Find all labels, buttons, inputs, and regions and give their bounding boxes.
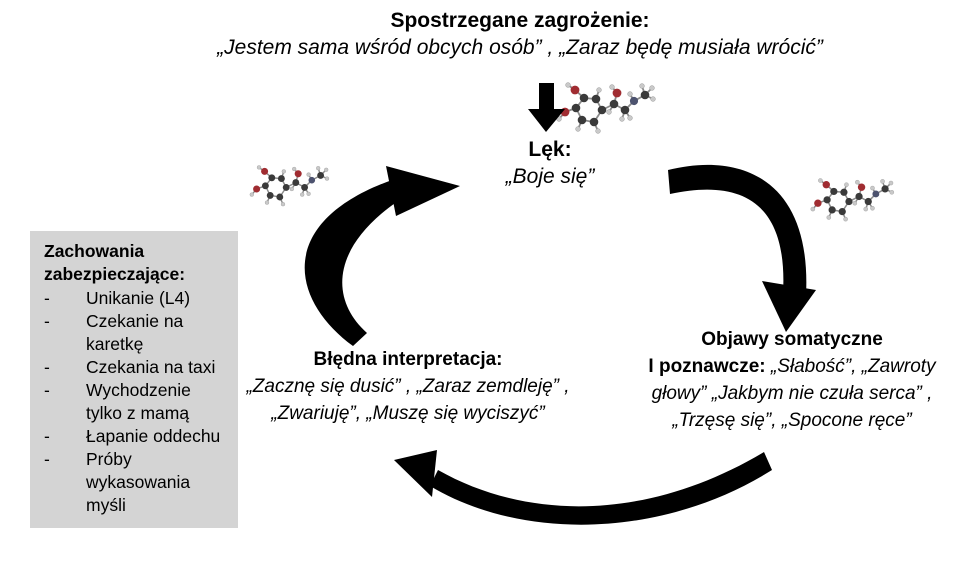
- list-dash: -: [44, 449, 50, 469]
- somatic-symptoms-label: Objawy somatyczne I poznawcze: „Słabość”…: [625, 326, 959, 434]
- perceived-threat-label: Spostrzegane zagrożenie: „Jestem sama wś…: [40, 7, 959, 61]
- curved-arrow-left-icon: [304, 166, 460, 346]
- misinterpretation-heading: Błędna interpretacja:: [313, 349, 503, 370]
- perceived-threat-heading: Spostrzegane zagrożenie:: [390, 9, 650, 32]
- list-item: - Unikanie (L4): [44, 287, 230, 310]
- list-dash: -: [44, 380, 50, 400]
- misinterpretation-quote: „Zacznę się dusić” , „Zaraz zemdleję” , …: [246, 376, 570, 424]
- list-dash: -: [44, 357, 50, 377]
- list-dash: -: [44, 311, 50, 331]
- misinterpretation-label: Błędna interpretacja: „Zacznę się dusić”…: [240, 346, 576, 427]
- down-arrow-icon: [528, 83, 565, 132]
- list-item: - Czekania na taxi: [44, 356, 230, 379]
- list-item-text: Czekanie na karetkę: [86, 311, 184, 354]
- molecule-icon: [249, 164, 330, 207]
- safety-behaviors-box: Zachowania zabezpieczające: - Unikanie (…: [30, 231, 238, 528]
- curved-arrow-bottom-icon: [394, 450, 772, 525]
- symptoms-heading: Objawy somatyczne: [701, 329, 883, 350]
- anxiety-label: Lęk: „Boje się”: [450, 136, 650, 190]
- list-item-text: Czekania na taxi: [86, 357, 216, 377]
- symptoms-quote: „Słabość”, „Zawroty głowy” „Jakbym nie c…: [651, 356, 936, 431]
- list-item-text: Unikanie (L4): [86, 288, 191, 308]
- perceived-threat-quote: „Jestem sama wśród obcych osób” , „Zaraz…: [217, 36, 823, 59]
- anxiety-heading: Lęk:: [528, 138, 572, 161]
- symptoms-subheading: I poznawcze:: [648, 356, 766, 377]
- molecule-icon: [555, 81, 657, 135]
- list-dash: -: [44, 426, 50, 446]
- list-item: - Wychodzenie tylko z mamą: [44, 379, 230, 425]
- anxiety-quote: „Boje się”: [505, 165, 595, 188]
- list-item: - Próby wykasowania myśli: [44, 448, 230, 517]
- list-dash: -: [44, 288, 50, 308]
- list-item-text: Próby wykasowania myśli: [86, 449, 191, 515]
- list-item: - Łapanie oddechu: [44, 425, 230, 448]
- list-item-text: Łapanie oddechu: [86, 426, 221, 446]
- molecule-icon: [810, 177, 895, 222]
- list-item-text: Wychodzenie tylko z mamą: [86, 380, 191, 423]
- safety-behaviors-heading: Zachowania zabezpieczające:: [44, 241, 186, 284]
- curved-arrow-right-icon: [668, 164, 816, 332]
- list-item: - Czekanie na karetkę: [44, 310, 230, 356]
